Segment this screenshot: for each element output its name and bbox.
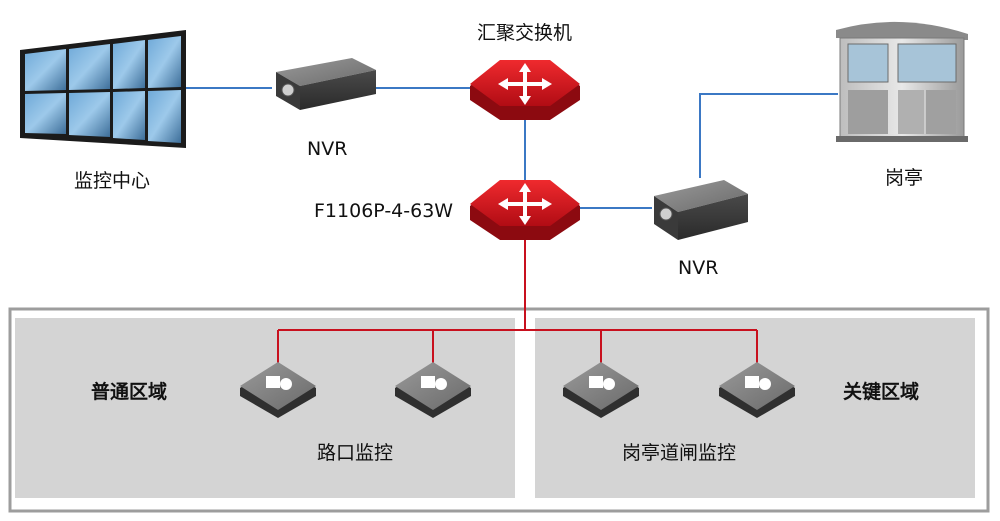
label-nvr-left: NVR — [307, 138, 348, 160]
video-wall-icon — [20, 30, 186, 148]
label-zone-key: 关键区域 — [843, 381, 920, 403]
nvr-device-icon — [654, 180, 748, 240]
camera-device-icon — [563, 362, 639, 418]
zones-outer-border — [8, 307, 990, 513]
link-nvr-booth — [699, 93, 838, 178]
label-group-road: 路口监控 — [317, 442, 394, 464]
blue-links — [186, 87, 838, 209]
camera-device-icon — [240, 362, 316, 418]
label-zone-normal: 普通区域 — [91, 381, 168, 403]
guard-booth-icon — [836, 21, 968, 142]
network-switch-icon — [470, 180, 580, 240]
label-main-switch: F1106P-4-63W — [314, 200, 454, 222]
nvr-device-icon — [276, 58, 376, 110]
camera-device-icon — [719, 362, 795, 418]
label-aggregation-switch: 汇聚交换机 — [477, 22, 573, 44]
label-guard-booth: 岗亭 — [885, 167, 924, 189]
label-monitoring-center: 监控中心 — [74, 170, 151, 192]
red-links — [277, 238, 758, 364]
label-group-gate: 岗亭道闸监控 — [622, 442, 737, 464]
network-switch-icon — [470, 60, 580, 120]
camera-device-icon — [395, 362, 471, 418]
label-nvr-right: NVR — [678, 257, 719, 279]
